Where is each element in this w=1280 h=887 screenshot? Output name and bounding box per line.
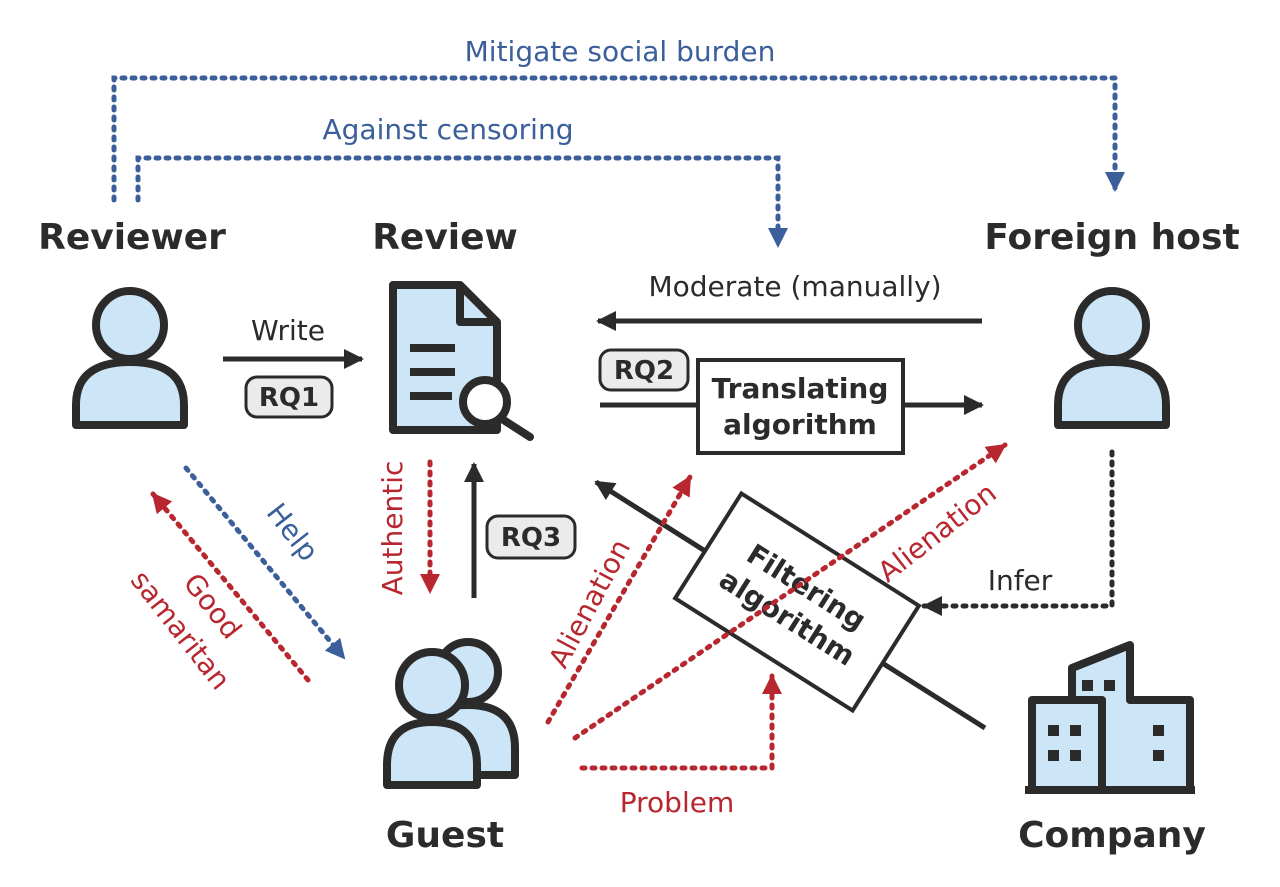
edge-help	[183, 465, 347, 661]
translating-algorithm-box	[696, 358, 905, 455]
label-write: Write	[251, 314, 325, 347]
edge-mitigate-social-burden	[111, 75, 1125, 203]
rq1-label: RQ1	[259, 383, 319, 413]
label-mitigate-social-burden: Mitigate social burden	[465, 35, 776, 68]
reviewer-person-icon	[72, 287, 188, 429]
label-authentic: Authentic	[376, 461, 409, 596]
label-moderate: Moderate (manually)	[648, 270, 941, 303]
edge-alienation-guest-to-host	[572, 442, 1008, 741]
company-building-icon	[1025, 641, 1195, 794]
edge-infer	[921, 449, 1115, 616]
node-title-review: Review	[372, 217, 518, 258]
node-title-reviewer: Reviewer	[38, 217, 226, 258]
rq2-label: RQ2	[614, 356, 674, 386]
edge-against-censoring	[135, 155, 788, 249]
node-title-company: Company	[1018, 815, 1206, 856]
filtering-algorithm-box: Filtering algorithm	[672, 490, 922, 714]
label-alienation-right: Alienation	[872, 476, 1003, 588]
label-problem: Problem	[620, 786, 734, 819]
label-against-censoring: Against censoring	[323, 113, 574, 146]
label-infer: Infer	[988, 564, 1053, 597]
node-title-foreign-host: Foreign host	[984, 217, 1239, 258]
guest-group-icon	[383, 638, 519, 789]
edge-problem	[579, 673, 782, 771]
rq1-badge	[244, 375, 334, 419]
rq2-badge	[598, 348, 690, 392]
node-title-guest: Guest	[386, 815, 504, 856]
review-document-icon	[389, 281, 534, 441]
label-help: Help	[260, 497, 325, 568]
translating-algorithm-line1: Translating	[712, 372, 889, 405]
edge-alienation-guest-to-review	[545, 474, 693, 725]
edge-good-samaritan	[150, 491, 311, 683]
rq3-badge	[485, 514, 577, 560]
rq3-label: RQ3	[501, 523, 561, 553]
foreign-host-person-icon	[1054, 287, 1170, 429]
translating-algorithm-line2: algorithm	[723, 408, 877, 441]
